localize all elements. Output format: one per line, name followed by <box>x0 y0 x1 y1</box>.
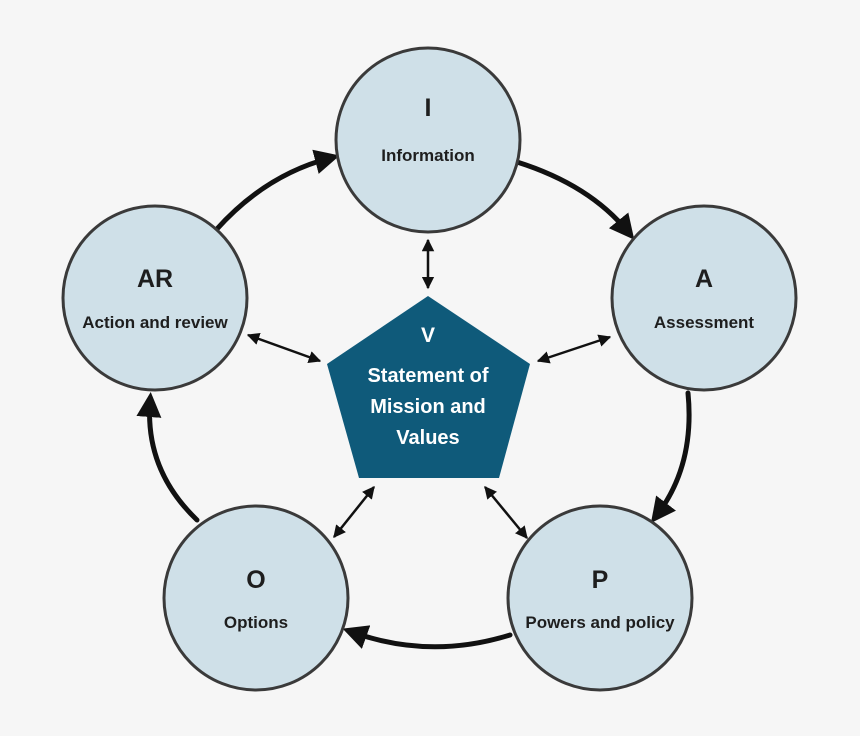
node-options-letter: O <box>246 566 265 594</box>
cycle-arrow-information-to-assessment <box>514 159 635 240</box>
node-information: I Information <box>334 46 522 234</box>
node-assessment: A Assessment <box>610 204 798 392</box>
node-powers: P Powers and policy <box>506 504 694 692</box>
link-arrow-center-powers <box>484 486 528 539</box>
node-assessment-label: Assessment <box>654 313 755 332</box>
center-line-3: Values <box>396 427 459 449</box>
cycle-arrow-options-to-action <box>136 392 200 523</box>
node-information-letter: I <box>425 94 432 122</box>
center-values-pentagon: V Statement of Mission and Values <box>327 296 530 478</box>
center-line-1: Statement of <box>367 365 488 387</box>
link-arrow-center-options <box>333 486 375 538</box>
node-powers-letter: P <box>592 566 609 594</box>
cycle-arrow-powers-to-options <box>342 625 513 650</box>
node-assessment-letter: A <box>695 265 713 293</box>
node-action-letter: AR <box>137 265 173 293</box>
center-line-2: Mission and <box>370 396 486 418</box>
node-powers-label: Powers and policy <box>525 613 675 632</box>
node-action: AR Action and review <box>61 204 249 392</box>
center-letter: V <box>421 324 435 347</box>
cycle-arrow-assessment-to-powers <box>650 390 692 523</box>
cycle-arrow-action-to-information <box>213 149 340 233</box>
node-options-label: Options <box>224 613 288 632</box>
node-action-label: Action and review <box>82 313 228 332</box>
link-arrow-center-action <box>246 332 322 364</box>
link-arrow-center-assessment <box>536 334 612 364</box>
node-options: O Options <box>162 504 350 692</box>
node-information-label: Information <box>381 146 475 165</box>
